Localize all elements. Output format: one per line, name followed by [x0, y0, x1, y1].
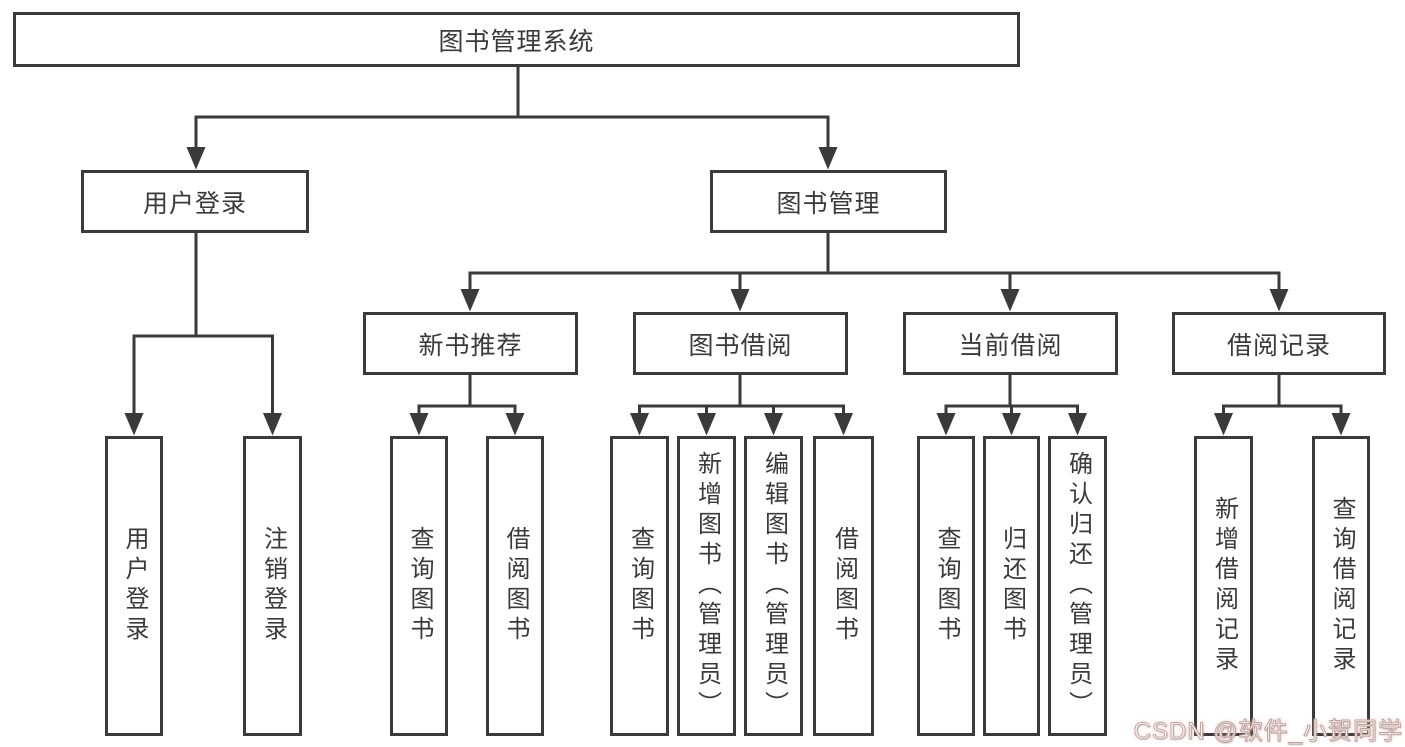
arrowhead-icon [409, 413, 429, 436]
arrowhead-icon [730, 289, 750, 312]
leaf-query-borrow-record-label: 查询借阅记录 [1328, 496, 1355, 676]
node-book-management: 图书管理 [710, 170, 947, 233]
node-borrowing-records-label: 借阅记录 [1226, 331, 1331, 360]
leaf-confirm-return-admin: 确认归还（管理员） [1048, 436, 1107, 736]
arrowhead-icon [1068, 413, 1087, 436]
leaf-edit-books-admin-label: 编辑图书（管理员） [760, 451, 788, 721]
node-book-borrowing-label: 图书借阅 [688, 331, 793, 360]
leaf-logout-label: 注销登录 [259, 526, 287, 646]
watermark: CSDN @软件_小贺同学 [1133, 718, 1403, 746]
arrowhead-icon [834, 413, 853, 436]
node-borrowing-records: 借阅记录 [1172, 312, 1386, 375]
node-new-book-recommend: 新书推荐 [363, 312, 578, 375]
leaf-add-books-admin-label: 新增图书（管理员） [693, 451, 721, 721]
arrowhead-icon [1002, 413, 1021, 436]
leaf-query-books-1: 查询图书 [390, 436, 448, 736]
arrowhead-icon [1269, 289, 1289, 312]
leaf-query-books-2: 查询图书 [610, 436, 669, 736]
leaf-borrow-books-2-label: 借阅图书 [830, 526, 858, 646]
arrowhead-icon [460, 289, 480, 312]
leaf-query-books-1-label: 查询图书 [406, 526, 433, 646]
leaf-edit-books-admin: 编辑图书（管理员） [744, 436, 803, 736]
arrowhead-icon [1214, 413, 1233, 436]
leaf-borrow-books-1: 借阅图书 [486, 436, 544, 736]
arrowhead-icon [124, 413, 144, 436]
leaf-query-books-2-label: 查询图书 [626, 526, 654, 646]
leaf-add-books-admin: 新增图书（管理员） [677, 436, 736, 736]
leaf-borrow-books-2: 借阅图书 [813, 436, 874, 736]
node-user-login-label: 用户登录 [142, 189, 247, 218]
leaf-borrow-books-1-label: 借阅图书 [502, 526, 529, 646]
node-new-book-recommend-label: 新书推荐 [418, 331, 523, 360]
node-book-borrowing: 图书借阅 [633, 312, 848, 375]
node-user-login: 用户登录 [81, 170, 309, 233]
arrowhead-icon [818, 147, 838, 170]
node-library-system: 图书管理系统 [13, 12, 1020, 67]
arrowhead-icon [630, 413, 649, 436]
arrowhead-icon [1000, 289, 1020, 312]
node-current-borrowing: 当前借阅 [903, 312, 1118, 375]
arrowhead-icon [263, 413, 282, 436]
node-library-system-label: 图书管理系统 [438, 27, 595, 56]
leaf-confirm-return-admin-label: 确认归还（管理员） [1064, 451, 1092, 721]
leaf-query-books-3-label: 查询图书 [933, 526, 960, 646]
leaf-user-login: 用户登录 [105, 436, 163, 736]
leaf-return-books: 归还图书 [983, 436, 1040, 736]
leaf-user-login-label: 用户登录 [121, 526, 148, 646]
leaf-add-borrow-record-label: 新增借阅记录 [1210, 496, 1238, 676]
leaf-query-borrow-record: 查询借阅记录 [1312, 436, 1370, 736]
arrowhead-icon [764, 413, 783, 436]
node-book-management-label: 图书管理 [776, 189, 881, 218]
arrowhead-icon [1331, 413, 1351, 436]
arrowhead-icon [186, 147, 206, 170]
arrowhead-icon [505, 413, 525, 436]
leaf-return-books-label: 归还图书 [998, 526, 1026, 646]
node-current-borrowing-label: 当前借阅 [958, 331, 1063, 360]
arrowhead-icon [936, 413, 956, 436]
leaf-logout: 注销登录 [243, 436, 302, 736]
arrowhead-icon [697, 413, 716, 436]
leaf-query-books-3: 查询图书 [917, 436, 975, 736]
leaf-add-borrow-record: 新增借阅记录 [1194, 436, 1253, 736]
